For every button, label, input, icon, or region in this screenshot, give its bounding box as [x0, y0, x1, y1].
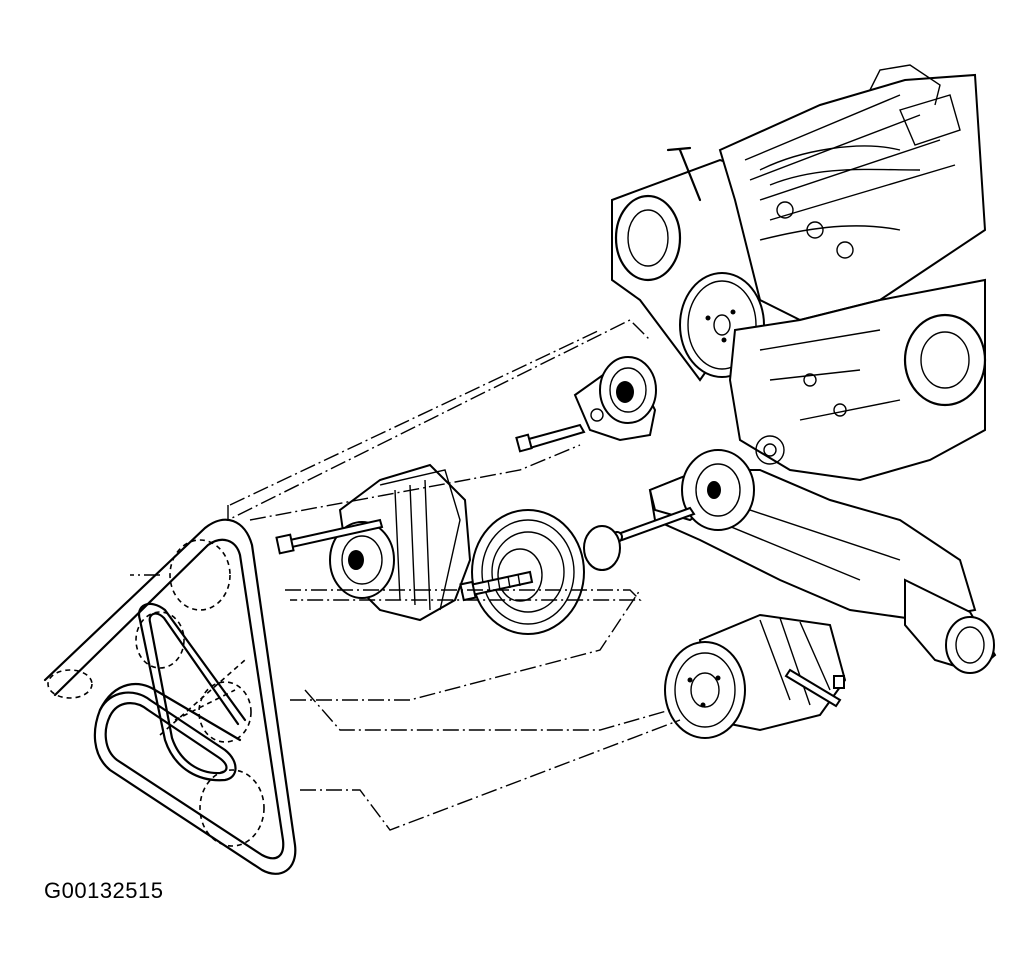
crankshaft-pulley-drawing [459, 509, 585, 635]
leader-lines [130, 319, 681, 831]
oil-filter-drawing [904, 578, 997, 674]
figure-id-label: G00132515 [44, 878, 164, 903]
idler-pulley-drawing [583, 449, 755, 571]
belt-tensioner-drawing [515, 356, 657, 453]
ac-compressor-drawing [664, 613, 847, 739]
alternator-drawing [275, 463, 494, 622]
engine-drawing [611, 64, 997, 674]
serpentine-belt-drawing [43, 518, 297, 875]
